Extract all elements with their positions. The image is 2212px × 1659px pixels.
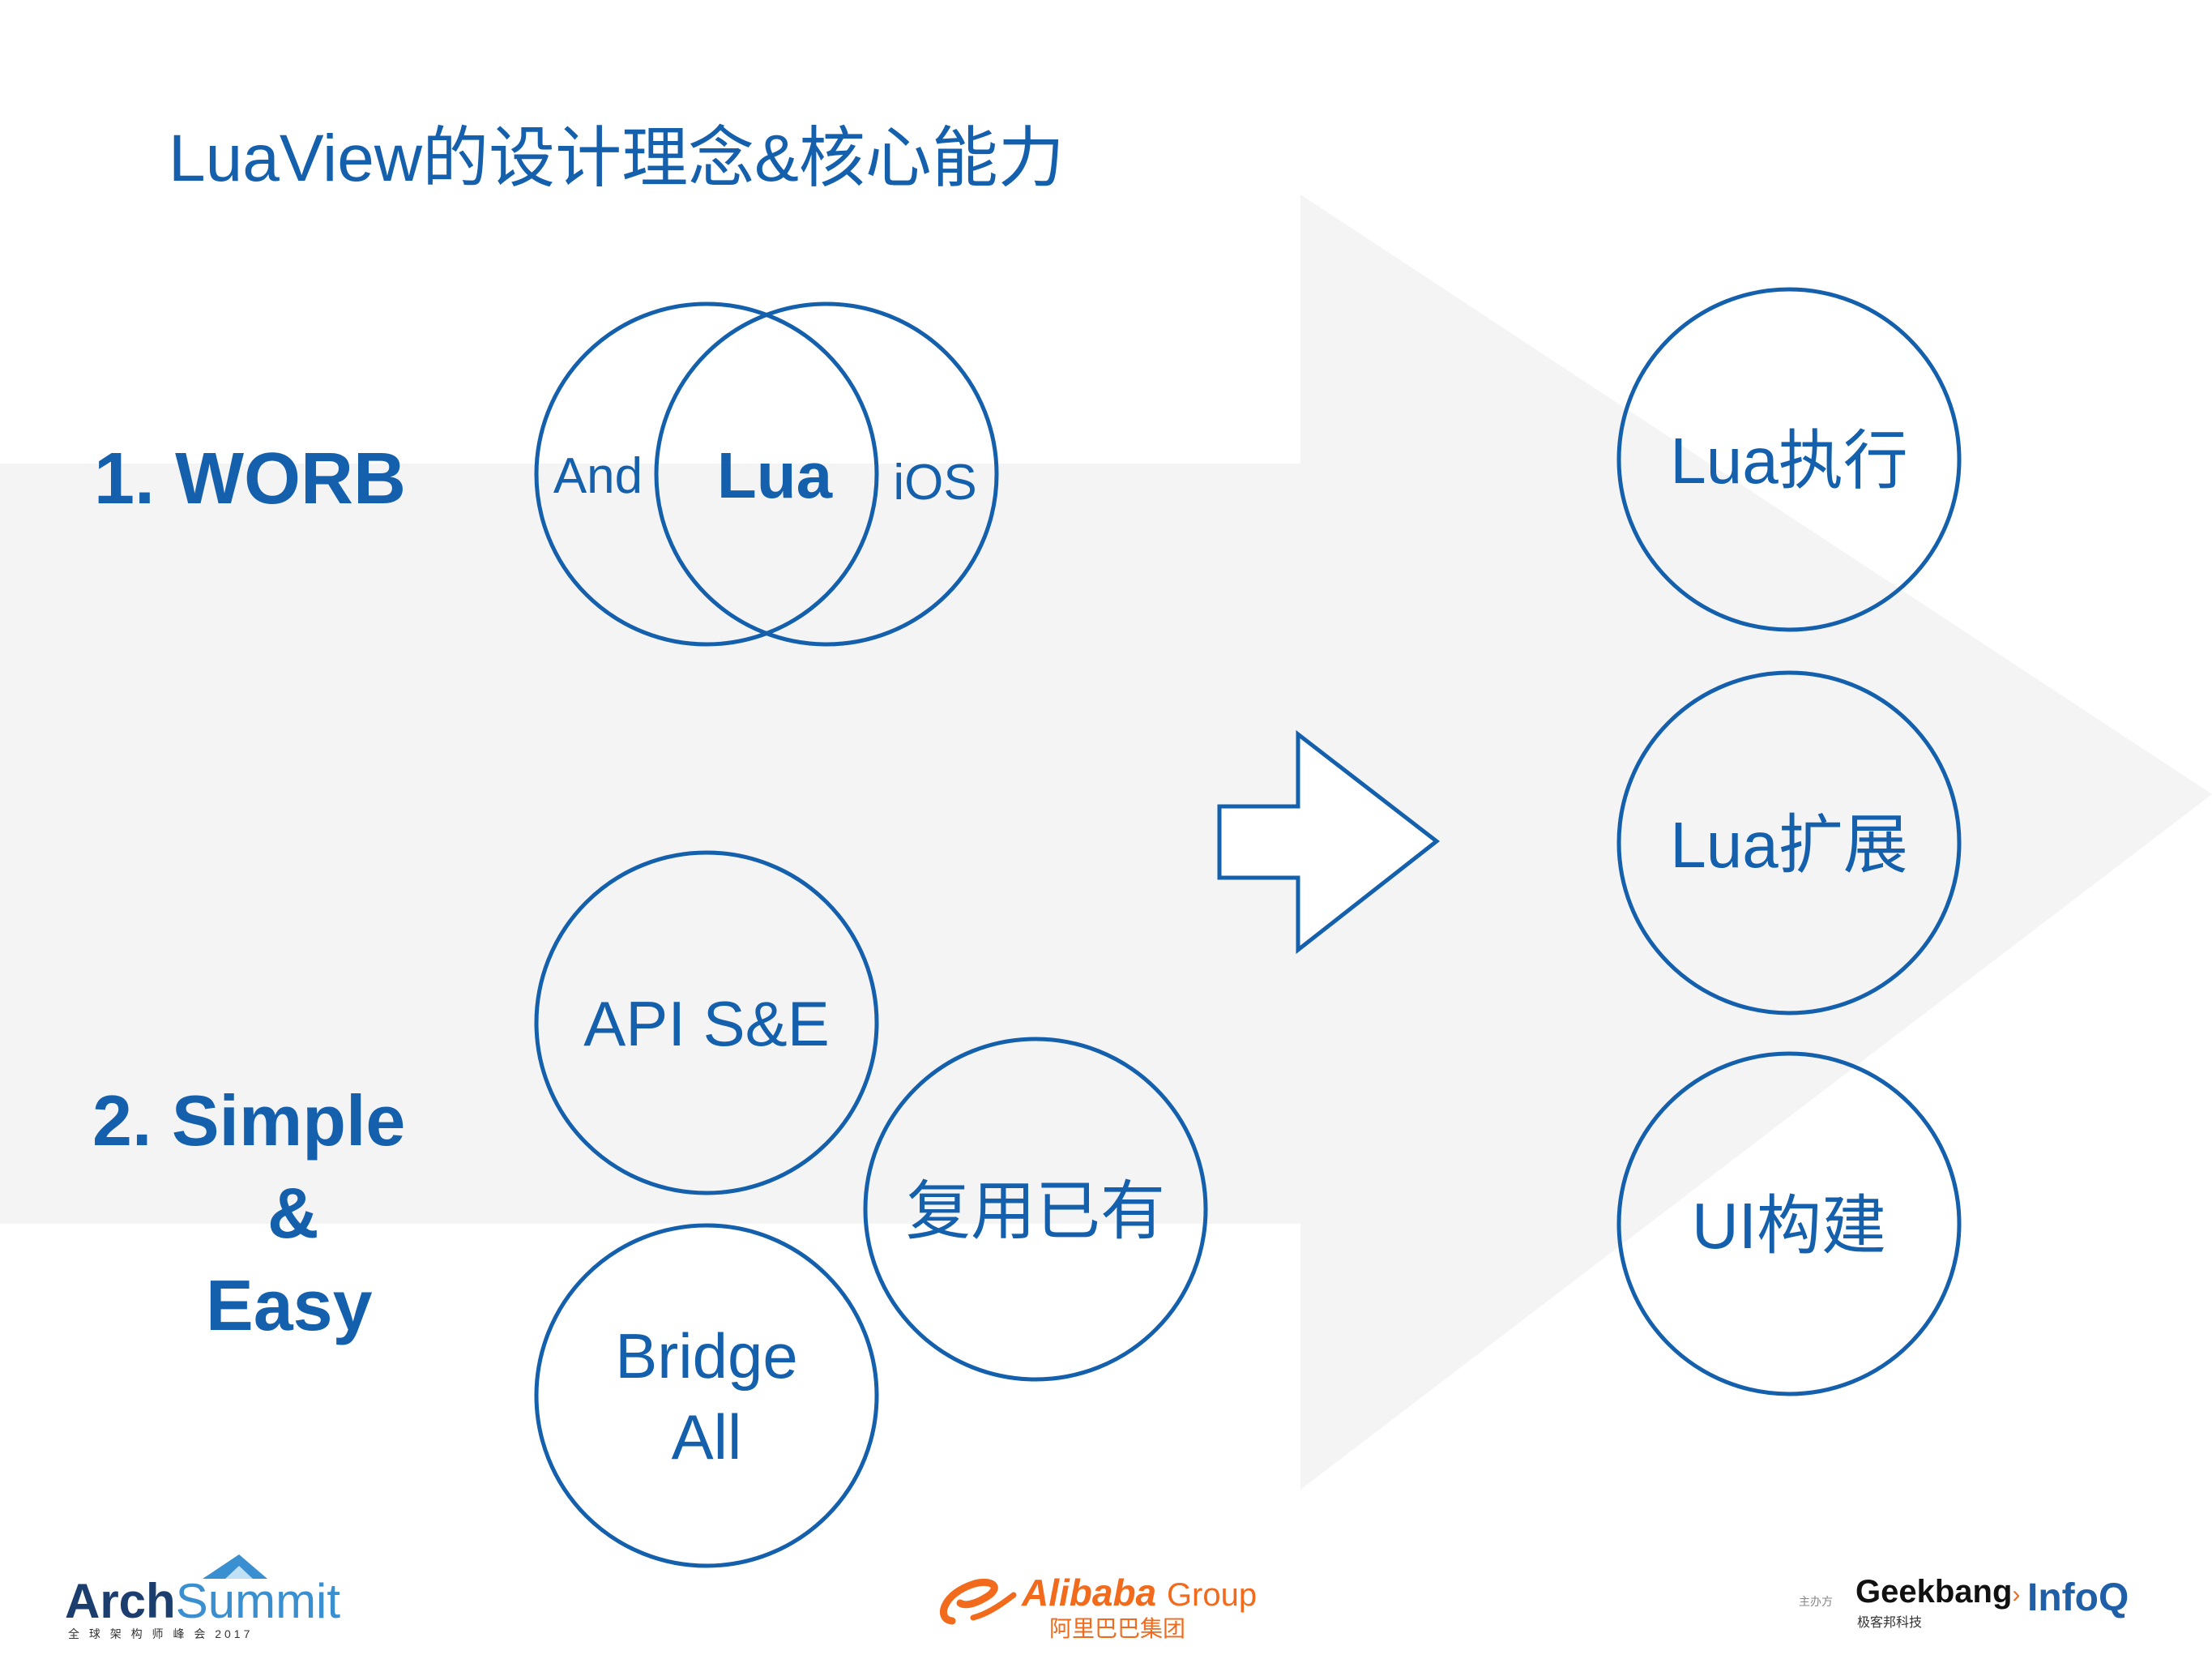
archsummit-arch: Arch: [65, 1574, 176, 1628]
ui-circle: [1616, 1051, 1962, 1396]
bridge-label-line1: Bridge: [615, 1320, 797, 1392]
alibaba-logo: Alibaba Group 阿里巴巴集团: [936, 1571, 1276, 1641]
background-arrow: [0, 195, 2212, 1490]
venn-right-label: iOS: [893, 455, 976, 511]
mountain-icon: [203, 1554, 267, 1579]
alibaba-cn-name: 阿里巴巴集团: [1049, 1616, 1186, 1641]
exec-circle: [1616, 287, 1962, 632]
api-circle: [534, 850, 879, 1195]
bridge-circle: [534, 1223, 879, 1568]
simple-label-line3: Easy: [206, 1265, 373, 1345]
slide-title: LuaView的设计理念&核心能力: [169, 122, 1065, 195]
extend-circle: [1616, 670, 1962, 1015]
transition-arrow: [1217, 729, 1441, 955]
alibaba-mark-icon: [940, 1578, 1017, 1625]
archsummit-subtitle: 全 球 架 构 师 峰 会 2017: [68, 1627, 254, 1640]
host-logos: 主办方 Geekbang› 极客邦科技 InfoQ: [1799, 1574, 2155, 1631]
venn-circle-left: [534, 301, 879, 647]
venn-center-label: Lua: [717, 439, 833, 511]
infoq-logo: InfoQ: [2027, 1576, 2129, 1619]
venn-circle-right: [654, 301, 999, 647]
api-label: API S&E: [583, 988, 829, 1059]
ui-label: UI构建: [1692, 1190, 1886, 1262]
geekbang-logo: Geekbang: [1855, 1574, 2013, 1610]
geekbang-arrow-icon: ›: [2012, 1581, 2021, 1608]
bridge-label-line2: All: [672, 1401, 742, 1473]
alibaba-name: Alibaba: [1022, 1571, 1157, 1614]
archsummit-summit: Summit: [175, 1574, 341, 1628]
venn-left-label: And: [553, 448, 643, 504]
reuse-circle: [863, 1037, 1208, 1382]
host-label: 主办方: [1799, 1595, 1833, 1608]
worb-label: 1. WORB: [94, 438, 407, 520]
exec-label: Lua执行: [1670, 425, 1907, 497]
extend-label: Lua扩展: [1670, 809, 1907, 881]
archsummit-logo: ArchSummit 全 球 架 构 师 峰 会 2017: [65, 1548, 340, 1640]
simple-label-line2: &: [267, 1173, 319, 1253]
reuse-label: 复用已有: [906, 1175, 1165, 1247]
alibaba-group: Group: [1166, 1577, 1258, 1613]
simple-label-line1: 2. Simple: [92, 1080, 406, 1161]
geekbang-subtitle: 极客邦科技: [1857, 1616, 1923, 1630]
